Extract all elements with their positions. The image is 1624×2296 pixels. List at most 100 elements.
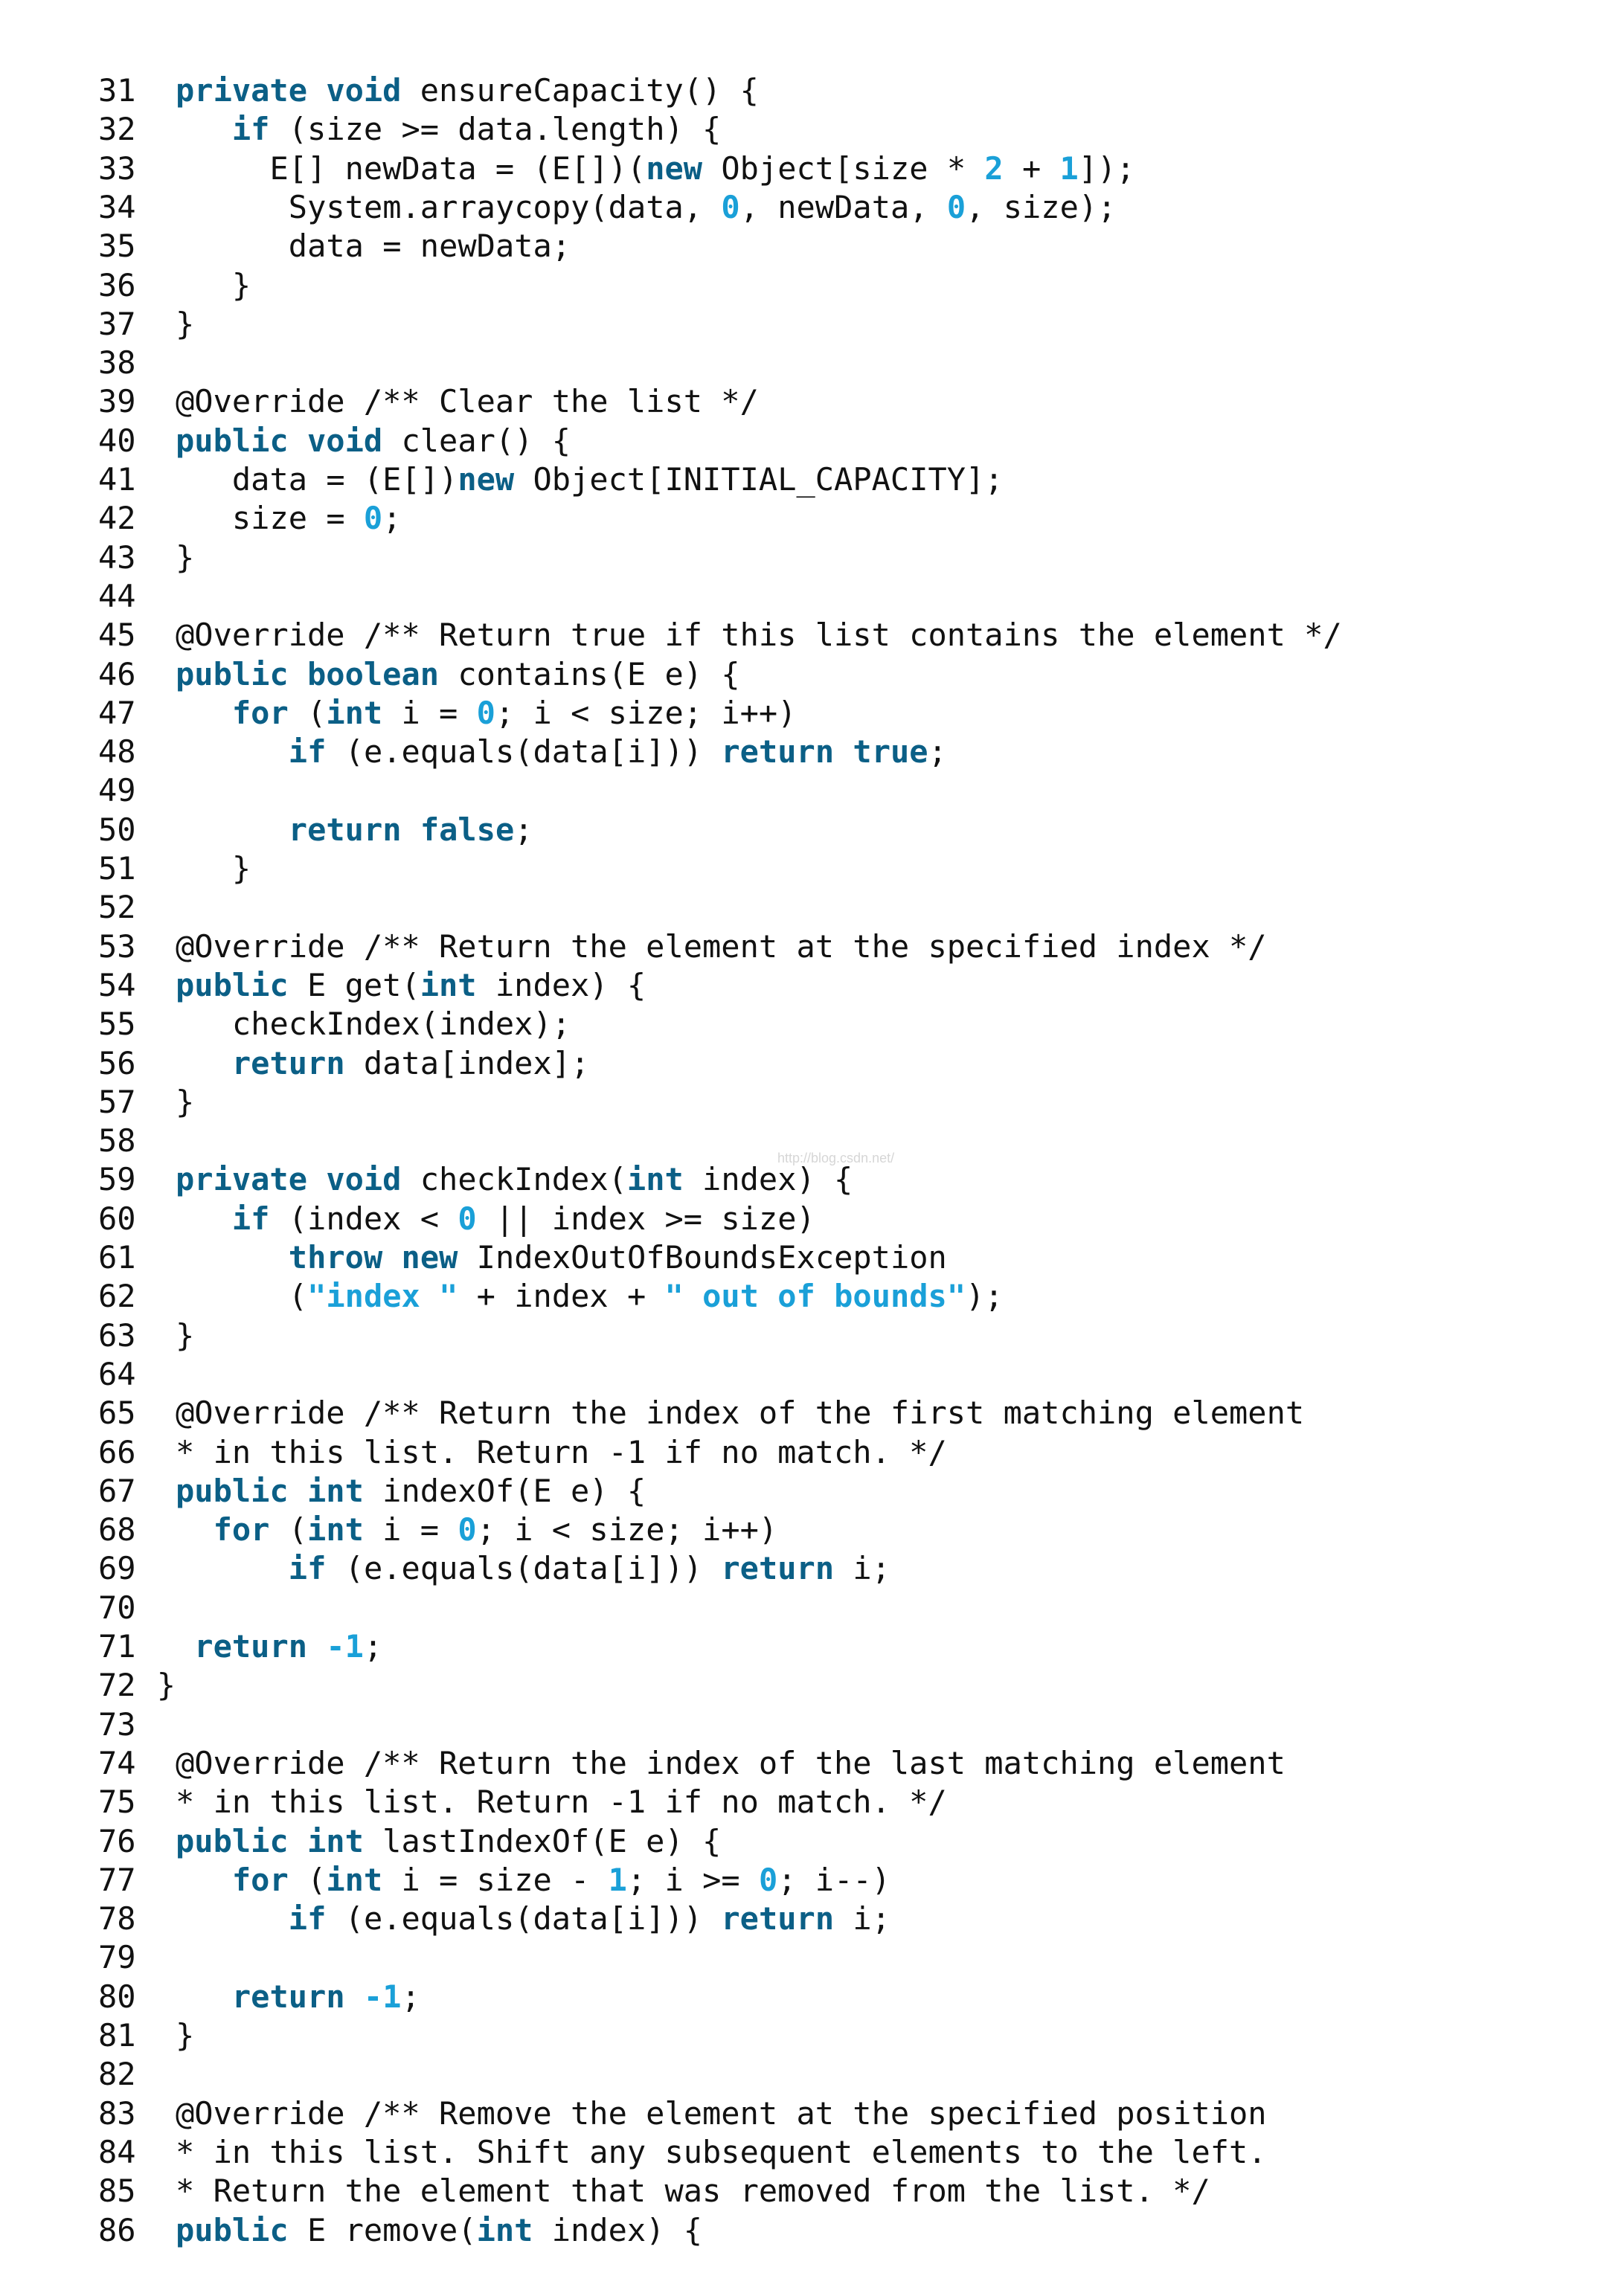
code-line: 57}: [0, 1083, 1624, 1122]
line-number: 64: [98, 1355, 136, 1392]
code-keyword: int: [307, 1511, 364, 1549]
code-number: 2: [984, 149, 1004, 187]
line-number: 38: [98, 344, 136, 382]
code-text: public boolean contains(E e) {: [176, 655, 740, 694]
code-keyword: for: [213, 1511, 270, 1549]
code-token: [307, 1628, 326, 1665]
code-token: [834, 733, 853, 770]
code-token: ;: [928, 733, 947, 771]
code-token: + index +: [458, 1278, 665, 1315]
line-number: 86: [98, 2211, 136, 2248]
code-keyword: int: [326, 1861, 383, 1898]
line-number: 34: [98, 188, 136, 225]
code-text: data = newData;: [289, 227, 571, 266]
code-keyword: return: [231, 1044, 345, 1081]
code-line: 65@Override /** Return the index of the …: [0, 1394, 1624, 1432]
code-token: [289, 422, 307, 459]
line-number: 55: [98, 1006, 136, 1043]
code-keyword: new: [401, 1239, 458, 1276]
line-number: 56: [98, 1044, 136, 1081]
code-line: 85* Return the element that was removed …: [0, 2172, 1624, 2210]
code-keyword: if: [231, 111, 270, 148]
code-token: }: [176, 305, 195, 342]
line-number: 59: [98, 1161, 136, 1198]
line-number: 35: [98, 228, 136, 265]
code-token: , size);: [966, 188, 1117, 225]
code-text: * in this list. Return -1 if no match. *…: [176, 1433, 947, 1472]
line-number: 82: [98, 2056, 136, 2093]
line-number: 79: [98, 1939, 136, 1976]
line-number: 42: [98, 500, 136, 537]
code-token: (: [288, 1861, 327, 1898]
code-number: 0: [476, 694, 495, 731]
code-line: 42 size = 0;: [0, 499, 1624, 538]
line-number: 81: [98, 2017, 136, 2054]
code-text: size = 0;: [232, 499, 402, 538]
code-token: (index <: [269, 1200, 458, 1237]
line-number: 49: [98, 772, 136, 809]
code-token: lastIndexOf(E e) {: [363, 1822, 722, 1859]
code-keyword: boolean: [307, 655, 440, 692]
code-text: @Override /** Return the element at the …: [176, 927, 1267, 966]
code-text: return -1;: [194, 1627, 382, 1666]
code-keyword: if: [288, 1900, 327, 1938]
code-number: 1: [608, 1861, 627, 1898]
code-token: data = newData;: [288, 228, 571, 265]
line-number: 32: [98, 111, 136, 148]
code-text: }: [176, 305, 194, 344]
code-text: for (int i = 0; i < size; i++): [232, 694, 797, 733]
line-number: 50: [98, 811, 136, 848]
code-line: 73: [0, 1705, 1624, 1744]
code-keyword: new: [458, 461, 515, 498]
code-token: (e.equals(data[i])): [326, 733, 722, 771]
code-keyword: for: [231, 1861, 289, 1898]
line-number: 44: [98, 577, 136, 614]
code-token: ;: [382, 500, 402, 537]
code-keyword: new: [646, 149, 703, 187]
line-number: 74: [98, 1744, 136, 1781]
code-keyword: int: [307, 1822, 364, 1859]
line-number: 39: [98, 383, 136, 420]
code-text: }: [232, 849, 251, 888]
code-text: for (int i = size - 1; i >= 0; i--): [232, 1861, 890, 1900]
line-number: 57: [98, 1083, 136, 1120]
line-number: 65: [98, 1395, 136, 1432]
code-token: @Override /** Return the element at the …: [176, 927, 1267, 965]
code-token: ; i--): [777, 1861, 890, 1898]
code-keyword: int: [326, 694, 383, 731]
code-keyword: public: [176, 1472, 289, 1509]
code-token: i =: [363, 1511, 458, 1549]
line-number: 73: [98, 1705, 136, 1743]
code-token: );: [966, 1278, 1004, 1315]
code-token: }: [176, 538, 195, 576]
code-keyword: if: [231, 1200, 270, 1237]
code-token: ;: [401, 1978, 420, 2015]
code-text: }: [176, 1316, 194, 1355]
line-number: 63: [98, 1316, 136, 1354]
code-keyword: return: [231, 1978, 345, 2015]
code-text: public void clear() {: [176, 422, 571, 460]
line-number: 58: [98, 1122, 136, 1160]
code-text: if (index < 0 || index >= size): [232, 1200, 815, 1238]
code-text: public int indexOf(E e) {: [176, 1472, 646, 1511]
line-number: 70: [98, 1589, 136, 1626]
code-token: indexOf(E e) {: [363, 1472, 646, 1509]
line-number: 62: [98, 1278, 136, 1315]
code-token: ;: [514, 811, 533, 848]
code-text: public E remove(int index) {: [176, 2211, 702, 2250]
code-token: (e.equals(data[i])): [326, 1550, 722, 1587]
code-token: System.arraycopy(data,: [288, 188, 722, 225]
code-number: 0: [721, 188, 740, 225]
code-number: 0: [758, 1861, 778, 1898]
code-keyword: void: [326, 1161, 402, 1198]
code-token: }: [176, 2017, 195, 2054]
code-token: (e.equals(data[i])): [326, 1900, 722, 1938]
code-line: 49: [0, 771, 1624, 810]
code-token: }: [231, 850, 251, 887]
